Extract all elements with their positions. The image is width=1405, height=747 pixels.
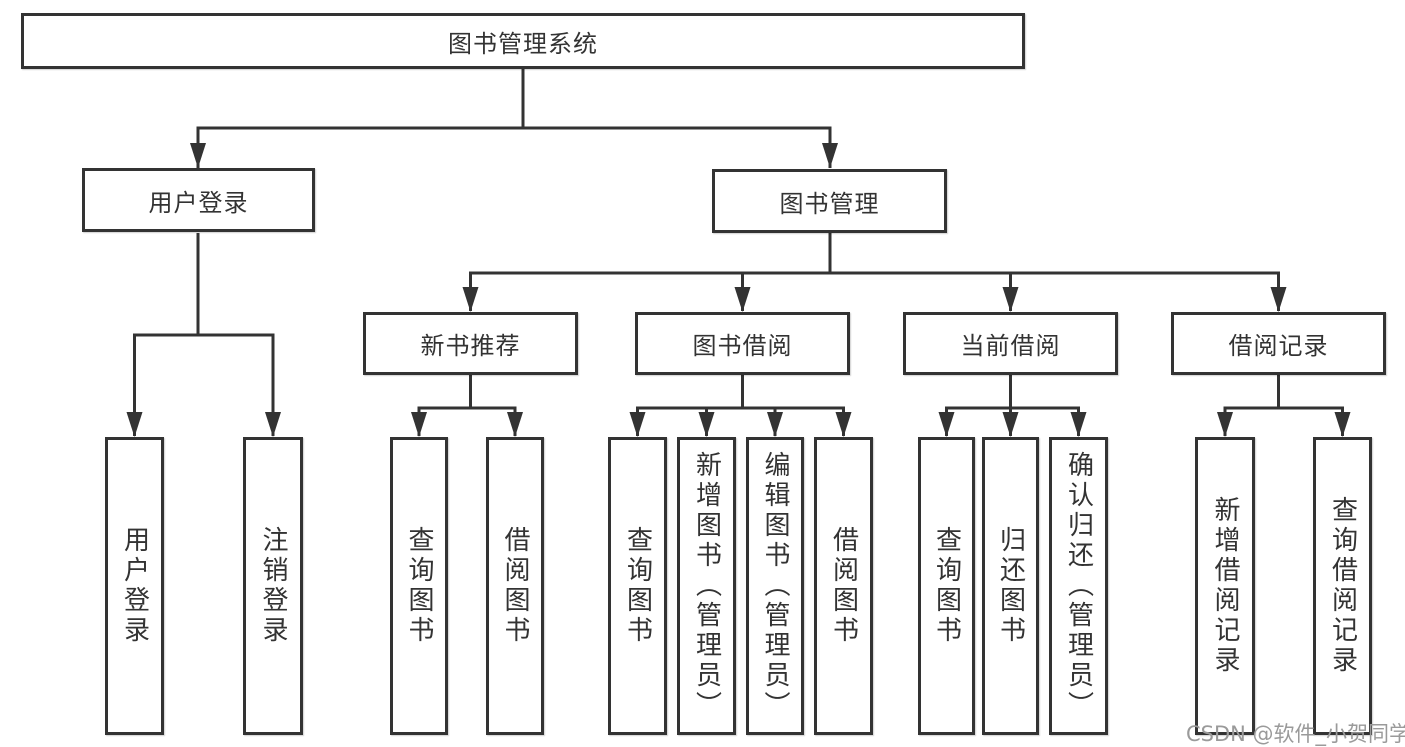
node-query-books-recommend: 查询图书 [390, 437, 448, 735]
node-user-login-action: 用户登录 [105, 437, 164, 735]
node-new-book-recommendation: 新书推荐 [363, 312, 578, 375]
node-add-borrow-record: 新增借阅记录 [1195, 437, 1255, 735]
node-label: 当前借阅 [960, 332, 1061, 360]
node-label: 新书推荐 [420, 332, 521, 360]
node-label: 查询图书 [931, 526, 962, 646]
node-label: 图书管理系统 [448, 29, 598, 58]
node-label: 用户登录 [119, 526, 150, 646]
node-label: 图书管理 [779, 189, 880, 218]
node-label: 用户登录 [148, 188, 249, 217]
node-borrow-books-borrowing: 借阅图书 [814, 437, 873, 735]
node-label: 确认归还（管理员） [1063, 451, 1094, 721]
node-borrowing-records: 借阅记录 [1171, 312, 1386, 375]
node-label: 新增图书（管理员） [691, 451, 722, 721]
watermark-text: CSDN @软件_小贺同学 [1186, 722, 1405, 746]
node-label: 借阅图书 [500, 526, 530, 646]
node-label: 新增借阅记录 [1210, 496, 1240, 676]
node-logout-action: 注销登录 [243, 437, 303, 735]
node-label: 注销登录 [258, 526, 288, 646]
node-label: 查询图书 [622, 526, 653, 646]
node-book-borrowing: 图书借阅 [635, 312, 850, 375]
node-label: 查询借阅记录 [1327, 496, 1358, 676]
node-add-books-admin: 新增图书（管理员） [677, 437, 736, 735]
arrowhead-icons [126, 143, 1351, 437]
node-user-login: 用户登录 [82, 168, 315, 232]
node-current-borrowing: 当前借阅 [903, 312, 1118, 375]
node-confirm-return-admin: 确认归还（管理员） [1049, 437, 1108, 735]
node-query-books-borrowing: 查询图书 [608, 437, 667, 735]
node-query-borrow-record: 查询借阅记录 [1313, 437, 1372, 735]
node-edit-books-admin: 编辑图书（管理员） [746, 437, 804, 735]
node-label: 编辑图书（管理员） [760, 451, 790, 721]
node-label: 归还图书 [995, 526, 1026, 646]
node-return-books: 归还图书 [982, 437, 1039, 735]
node-label: 借阅记录 [1228, 332, 1329, 360]
node-label: 图书借阅 [692, 332, 793, 360]
node-borrow-books-recommend: 借阅图书 [486, 437, 544, 735]
node-label: 借阅图书 [828, 526, 859, 646]
node-library-system: 图书管理系统 [21, 13, 1025, 69]
node-label: 查询图书 [404, 526, 434, 646]
node-query-books-current: 查询图书 [918, 437, 975, 735]
node-book-management: 图书管理 [712, 169, 947, 233]
